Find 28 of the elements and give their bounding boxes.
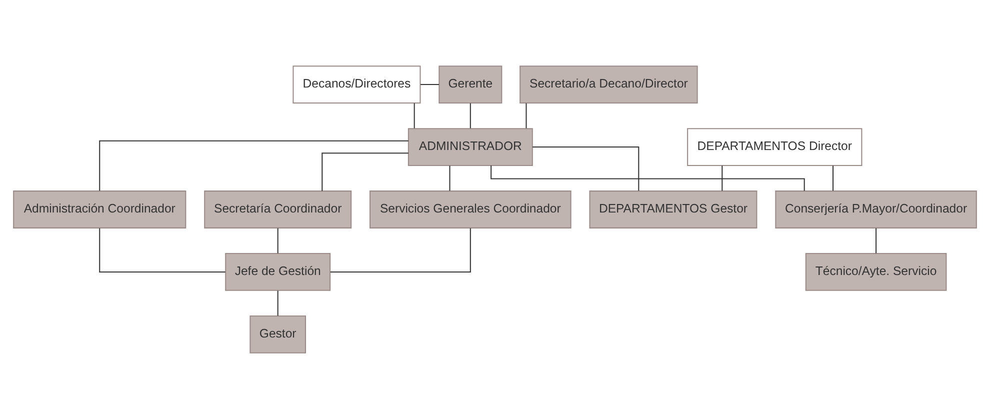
- connector: [99, 140, 408, 191]
- node-box: Técnico/Ayte. Servicio: [805, 253, 947, 291]
- connector: [414, 103, 415, 128]
- node-box: Servicios Generales Coordinador: [370, 190, 572, 228]
- node-box: Secretaría Coordinador: [204, 190, 352, 228]
- connector: [449, 166, 450, 191]
- node-box: Decanos/Directores: [292, 66, 421, 104]
- connector: [532, 146, 640, 191]
- node-box: Gerente: [438, 66, 502, 104]
- node-box: Gestor: [250, 316, 306, 354]
- connector: [420, 84, 439, 86]
- connector: [322, 152, 408, 192]
- connector: [876, 228, 877, 254]
- connector: [722, 166, 723, 191]
- node-box: DEPARTAMENTOS Gestor: [589, 190, 758, 228]
- node-box: Conserjería P.Mayor/Coordinador: [775, 190, 977, 228]
- connector: [330, 228, 471, 272]
- connector: [832, 166, 834, 191]
- connector: [99, 228, 226, 272]
- node-box: ADMINISTRADOR: [408, 128, 533, 166]
- connector: [277, 290, 278, 316]
- connector: [526, 103, 527, 128]
- node-box: Administración Coordinador: [13, 190, 186, 228]
- node-box: DEPARTAMENTOS Director: [687, 128, 862, 166]
- node-box: Jefe de Gestión: [225, 253, 331, 291]
- node-box: Secretario/a Decano/Director: [520, 66, 698, 104]
- connector: [470, 103, 471, 128]
- connector: [277, 228, 278, 254]
